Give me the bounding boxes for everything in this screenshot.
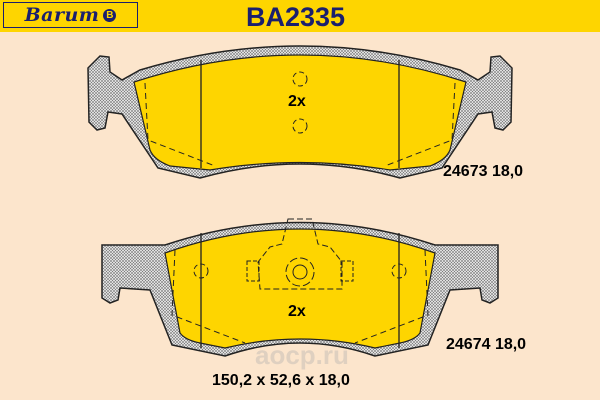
hole-marker-icon bbox=[292, 118, 308, 134]
pad-reference: 24674 18,0 bbox=[446, 336, 527, 353]
brake-pad-outer bbox=[87, 45, 513, 179]
hole-marker-icon bbox=[391, 263, 407, 279]
hole-marker-icon bbox=[193, 263, 209, 279]
brake-pad-inner bbox=[101, 218, 499, 357]
pad-multiplier: 2x bbox=[288, 93, 306, 110]
brand-mark-icon: B bbox=[103, 8, 117, 22]
part-number: BA2335 bbox=[246, 2, 346, 32]
header-bar: Barum B BA2335 bbox=[0, 0, 600, 32]
brand-logo: Barum B bbox=[3, 2, 138, 28]
pad-multiplier: 2x bbox=[288, 303, 306, 320]
dimensions: 150,2 x 52,6 x 18,0 bbox=[212, 372, 350, 389]
watermark: aocp.ru bbox=[255, 340, 349, 370]
brand-name: Barum bbox=[24, 4, 100, 26]
hole-marker-icon bbox=[292, 71, 308, 87]
pad-reference: 24673 18,0 bbox=[443, 163, 524, 180]
